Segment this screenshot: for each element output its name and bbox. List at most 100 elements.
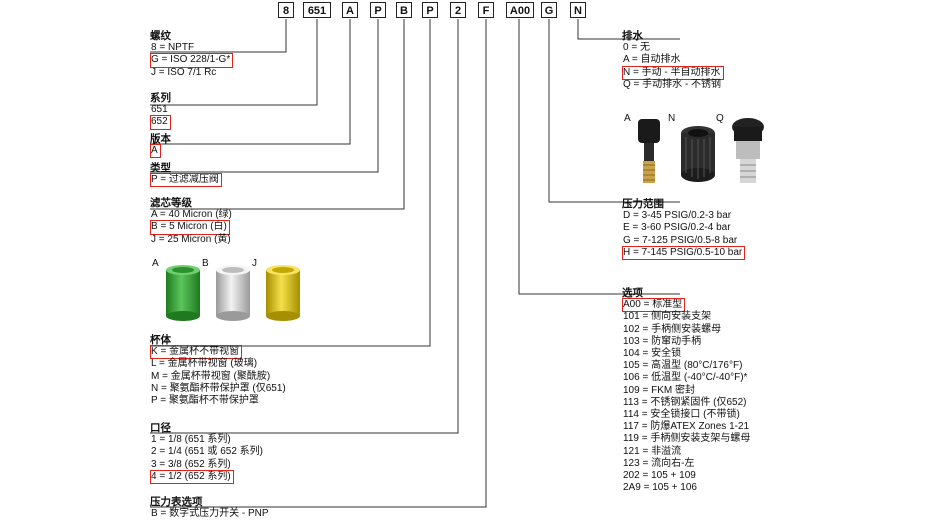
code-gauge: F	[478, 2, 494, 18]
section-version: 版本 A	[150, 133, 171, 159]
code-port: 2	[450, 2, 466, 18]
option: N = 聚氨酯杯带保护罩 (仅651)	[151, 382, 286, 394]
option: Q = 手动排水 - 不锈钢	[623, 78, 722, 90]
section-title: 螺纹	[150, 30, 171, 42]
option: 8 = NPTF	[151, 42, 195, 54]
code-bowl: P	[422, 2, 438, 18]
section-filter: 滤芯等级 A = 40 Micron (绿) B = 5 Micron (白) …	[150, 197, 232, 246]
option: M = 金属杯带视窗 (聚酰胺)	[151, 370, 271, 382]
section-type: 类型 P = 过滤减压阀	[150, 162, 222, 188]
option: J = 25 Micron (黄)	[151, 233, 231, 245]
drain-stainless-image	[732, 118, 764, 183]
option: 1 = 1/8 (651 系列)	[151, 434, 231, 446]
code-drain: N	[570, 2, 586, 18]
option: 0 = 无	[623, 42, 650, 54]
line-type	[150, 19, 379, 173]
filter-yellow-image	[266, 265, 300, 321]
code-thread: 8	[278, 2, 294, 18]
option: A = 自动排水	[623, 54, 681, 66]
section-gauge: 压力表选项 B = 数字式压力开关 - PNP	[150, 496, 269, 520]
section-options: 选项 A00 = 标准型 101 = 侧向安装支架 102 = 手柄侧安装螺母 …	[621, 287, 751, 494]
section-title: 口径	[150, 422, 171, 434]
option: 102 = 手柄侧安装螺母	[623, 323, 722, 335]
line-options	[518, 19, 680, 295]
option-selected: B = 5 Micron (白)	[150, 220, 230, 235]
drain-valves-image	[638, 118, 764, 183]
option-selected: 4 = 1/2 (652 系列)	[150, 469, 234, 485]
section-title: 选项	[622, 287, 643, 299]
code-type: P	[370, 2, 386, 18]
code-filter: B	[396, 2, 412, 18]
option-selected: H = 7-145 PSIG/0.5-10 bar	[621, 245, 746, 261]
option: 113 = 不锈钢紧固件 (仅652)	[623, 396, 747, 408]
option: 119 = 手柄侧安装支架与螺母	[623, 433, 751, 445]
option-selected: N = 手动 - 半自动排水	[622, 65, 724, 80]
section-title: 滤芯等级	[150, 197, 192, 209]
option-selected: P = 过滤减压阀	[150, 173, 222, 188]
option: 121 = 非溢流	[623, 445, 682, 457]
section-pressure: 压力范围 D = 3-45 PSIG/0.2-3 bar E = 3-60 PS…	[621, 198, 746, 261]
line-bowl	[150, 19, 431, 347]
option-selected: K = 金属杯不带视窗	[149, 345, 243, 360]
option: P = 聚氨酯杯不带保护罩	[151, 395, 259, 407]
section-title: 类型	[150, 162, 171, 174]
option: 202 = 105 + 109	[623, 470, 696, 482]
option: 3 = 3/8 (652 系列)	[151, 458, 231, 470]
option-selected: A00 = 标准型	[621, 298, 686, 313]
filter-white-image	[216, 265, 250, 321]
option: G = 7-125 PSIG/0.5-8 bar	[623, 234, 738, 246]
section-title: 系列	[150, 92, 171, 104]
drain-image-label: A	[624, 113, 631, 124]
line-filter	[150, 19, 405, 210]
option: 2A9 = 105 + 106	[623, 482, 697, 494]
option: 106 = 低温型 (-40°C/-40°F)*	[623, 372, 748, 384]
section-port: 口径 1 = 1/8 (651 系列) 2 = 1/4 (651 或 652 系…	[150, 422, 264, 485]
line-pressure	[548, 19, 680, 203]
filter-image-label: J	[252, 258, 257, 269]
section-thread: 螺纹 8 = NPTF G = ISO 228/1-G* J = ISO 7/1…	[149, 30, 234, 79]
code-pressure: G	[541, 2, 557, 18]
option-selected: 652	[150, 115, 171, 130]
option-selected: G = ISO 228/1-G*	[149, 53, 234, 68]
option: 105 = 高温型 (80°C/176°F)	[623, 360, 743, 372]
option: L = 金属杯带视窗 (玻璃)	[151, 358, 258, 370]
option: 109 = FKM 密封	[623, 384, 695, 396]
option: D = 3-45 PSIG/0.2-3 bar	[623, 210, 732, 222]
line-thread	[150, 19, 287, 53]
filter-image-label: B	[202, 258, 209, 269]
option: 123 = 流向右-左	[623, 457, 695, 469]
option: 117 = 防爆ATEX Zones 1-21	[623, 421, 750, 433]
section-bowl: 杯体 K = 金属杯不带视窗 L = 金属杯带视窗 (玻璃) M = 金属杯带视…	[149, 334, 286, 407]
option: 101 = 侧向安装支架	[623, 311, 712, 323]
section-title: 压力表选项	[150, 496, 203, 508]
option: 114 = 安全锁接口 (不带锁)	[623, 409, 740, 421]
option: A = 40 Micron (绿)	[151, 209, 232, 221]
option: B = 数字式压力开关 - PNP	[151, 508, 269, 520]
option: J = ISO 7/1 Rc	[151, 66, 217, 78]
line-gauge	[150, 19, 487, 508]
line-drain	[577, 19, 680, 40]
line-version	[150, 19, 351, 145]
section-series: 系列 651 652	[150, 92, 171, 130]
drain-auto-image	[638, 119, 660, 183]
option: 2 = 1/4 (651 或 652 系列)	[151, 446, 264, 458]
filter-cylinders-image	[166, 265, 300, 321]
section-title: 压力范围	[622, 198, 664, 210]
filter-green-image	[166, 265, 200, 321]
section-title: 排水	[622, 30, 643, 42]
filter-image-label: A	[152, 258, 159, 269]
line-series	[150, 19, 318, 106]
option: E = 3-60 PSIG/0.2-4 bar	[623, 222, 731, 234]
section-title: 版本	[150, 133, 171, 145]
drain-manual-image	[681, 126, 715, 182]
code-options: A00	[506, 2, 534, 18]
option: 651	[151, 104, 168, 116]
code-series: 651	[303, 2, 331, 18]
option: 103 = 防窜动手柄	[623, 335, 702, 347]
code-version: A	[342, 2, 358, 18]
drain-image-label: N	[668, 113, 676, 124]
drain-image-label: Q	[716, 113, 724, 124]
option-selected: A	[150, 144, 161, 159]
option: 104 = 安全锁	[623, 348, 682, 360]
